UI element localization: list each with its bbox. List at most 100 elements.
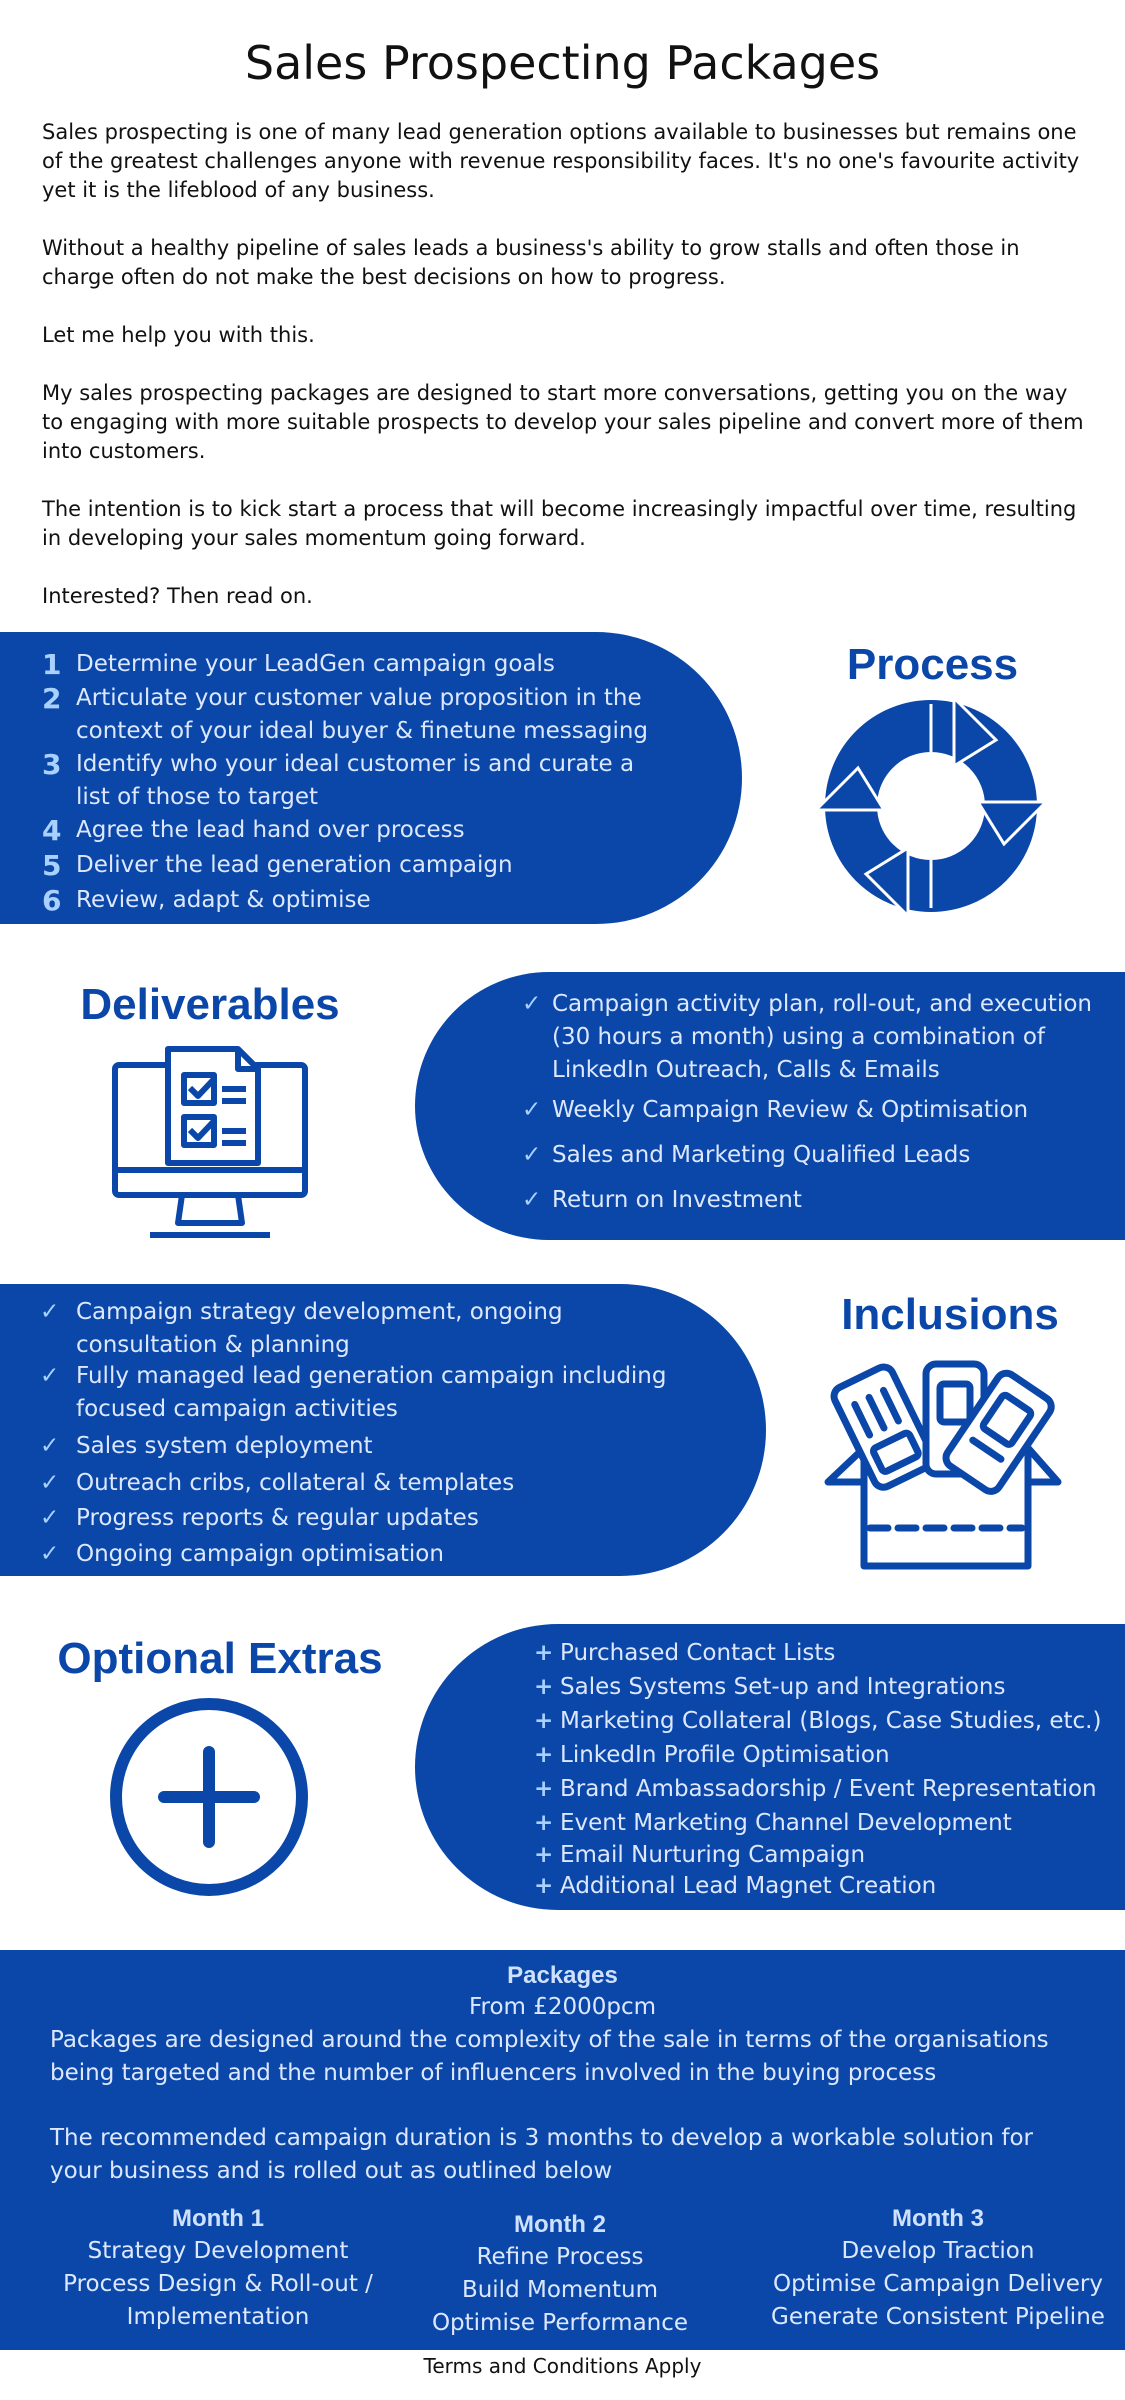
check-icon: ✓ (40, 1505, 60, 1531)
check-icon: ✓ (40, 1433, 60, 1459)
deliverable-item: ✓Sales and Marketing Qualified Leads (522, 1139, 1102, 1172)
step-number: 4 (42, 814, 62, 847)
step-number: 2 (42, 682, 62, 715)
plus-icon: + (534, 1776, 554, 1802)
month-line: Develop Traction (841, 2238, 1035, 2264)
plus-icon: + (534, 1842, 554, 1868)
step-text: Articulate your customer value propositi… (76, 685, 649, 744)
deliverable-item: ✓ Return on Investment (522, 1184, 1102, 1217)
plus-circle-icon (108, 1696, 310, 1903)
month-line: Optimise Campaign Delivery (773, 2271, 1103, 2297)
terms-link[interactable]: Terms and Conditions Apply (423, 2354, 702, 2378)
plus-icon: + (534, 1708, 554, 1734)
plus-icon: + (534, 1742, 554, 1768)
month-line: Build Momentum (461, 2277, 659, 2303)
inclusion-text: Outreach cribs, collateral & templates (76, 1470, 515, 1496)
deliverable-text: Return on Investment (552, 1187, 802, 1213)
extras-heading: Optional Extras (57, 1634, 383, 1683)
extra-text: Sales Systems Set-up and Integrations (560, 1674, 1006, 1700)
check-icon: ✓ (40, 1470, 60, 1496)
check-icon: ✓ (40, 1299, 60, 1325)
inclusion-item: ✓ Sales system deployment (40, 1430, 700, 1463)
intro-paragraph: Let me help you with this. (42, 323, 315, 347)
packages-description: Packages are designed around the complex… (50, 2027, 1049, 2086)
check-icon: ✓ (40, 1541, 60, 1567)
extra-item: +Purchased Contact Lists (534, 1636, 1114, 1670)
packages-price: From £2000pcm (468, 1994, 657, 2020)
process-step: 2 Articulate your customer value proposit… (42, 682, 662, 748)
process-heading: Process (846, 640, 1019, 689)
inclusion-text: Campaign strategy development, ongoing c… (76, 1299, 563, 1358)
check-icon: ✓ (522, 1187, 542, 1213)
extra-text: Marketing Collateral (Blogs, Case Studie… (560, 1708, 1102, 1734)
plus-icon: + (534, 1640, 554, 1666)
inclusion-text: Fully managed lead generation campaign i… (76, 1363, 667, 1422)
deliverables-list: ✓ Campaign activity plan, roll-out, and e… (522, 988, 1102, 1217)
check-icon: ✓ (40, 1363, 60, 1389)
packages-panel: Packages From £2000pcm Packages are desi… (0, 1950, 1125, 2350)
process-steps: 1 Determine your LeadGen campaign goals 2… (42, 648, 662, 917)
extra-text: Brand Ambassadorship / Event Representat… (560, 1776, 1097, 1802)
inclusion-text: Sales system deployment (76, 1433, 373, 1459)
inclusion-text: Progress reports & regular updates (76, 1505, 479, 1531)
page-title: Sales Prospecting Packages (244, 36, 881, 90)
month-name: Month 3 (892, 2205, 984, 2232)
extra-text: Additional Lead Magnet Creation (560, 1873, 937, 1899)
extra-item: +Brand Ambassadorship / Event Representa… (534, 1772, 1114, 1806)
process-panel (0, 632, 742, 924)
process-step: 3 Identify who your ideal customer is and… (42, 748, 662, 814)
step-text: Agree the lead hand over process (76, 817, 465, 843)
inclusion-item: ✓ Campaign strategy development, ongoing … (40, 1296, 700, 1362)
process-step: 1 Determine your LeadGen campaign goals (42, 648, 662, 681)
deliverables-panel (415, 972, 1125, 1240)
inclusions-panel (0, 1284, 766, 1576)
monitor-checklist-icon (110, 1045, 310, 1246)
extra-text: Event Marketing Channel Development (560, 1810, 1012, 1836)
extras-panel (415, 1624, 1125, 1910)
month-line: Refine Process (476, 2244, 644, 2270)
step-number: 3 (42, 748, 62, 781)
process-step: 5 Deliver the lead generation campaign (42, 849, 662, 882)
step-text: Deliver the lead generation campaign (76, 852, 513, 878)
process-step: 4 Agree the lead hand over process (42, 814, 662, 847)
deliverable-text: Weekly Campaign Review & Optimisation (552, 1097, 1029, 1123)
extra-text: Purchased Contact Lists (560, 1640, 836, 1666)
month-3: Month 3 Develop Traction Optimise Campai… (758, 2202, 1118, 2334)
month-name: Month 1 (172, 2205, 264, 2232)
plus-icon: + (534, 1810, 554, 1836)
step-text: Identify who your ideal customer is and … (76, 751, 635, 810)
plus-icon: + (534, 1873, 554, 1899)
check-icon: ✓ (522, 991, 542, 1017)
packages-title: Packages (507, 1962, 618, 1989)
packages-duration: The recommended campaign duration is 3 m… (50, 2125, 1033, 2184)
intro-paragraph: Sales prospecting is one of many lead ge… (42, 120, 1080, 202)
step-number: 1 (42, 648, 62, 681)
month-2: Month 2 Refine Process Build Momentum Op… (380, 2208, 740, 2340)
month-line: Generate Consistent Pipeline (771, 2304, 1105, 2330)
extra-item: +Event Marketing Channel Development (534, 1806, 1114, 1840)
plus-icon: + (534, 1674, 554, 1700)
inclusion-item: ✓ Fully managed lead generation campaign … (40, 1360, 700, 1426)
extra-item: +Additional Lead Magnet Creation (534, 1870, 1114, 1902)
open-box-icon (822, 1358, 1062, 1577)
extras-list: +Purchased Contact Lists +Sales Systems … (534, 1636, 1114, 1902)
extra-text: LinkedIn Profile Optimisation (560, 1742, 890, 1768)
step-number: 5 (42, 849, 62, 882)
inclusions-list: ✓ Campaign strategy development, ongoing … (40, 1296, 700, 1571)
inclusion-item: ✓Ongoing campaign optimisation (40, 1538, 700, 1571)
deliverables-heading: Deliverables (80, 980, 340, 1029)
inclusion-item: ✓ Progress reports & regular updates (40, 1502, 700, 1535)
month-line: Implementation (126, 2304, 310, 2330)
month-line: Process Design & Roll-out / (63, 2271, 373, 2297)
month-name: Month 2 (514, 2211, 606, 2238)
inclusions-heading: Inclusions (841, 1290, 1059, 1339)
deliverable-text: Campaign activity plan, roll-out, and ex… (552, 991, 1092, 1083)
intro-paragraph: The intention is to kick start a process… (42, 497, 1077, 550)
step-text: Determine your LeadGen campaign goals (76, 651, 555, 677)
intro-paragraph: Without a healthy pipeline of sales lead… (42, 236, 1020, 289)
deliverable-item: ✓ Campaign activity plan, roll-out, and e… (522, 988, 1102, 1087)
extra-text: Email Nurturing Campaign (560, 1842, 866, 1868)
check-icon: ✓ (522, 1142, 542, 1168)
check-icon: ✓ (522, 1097, 542, 1123)
